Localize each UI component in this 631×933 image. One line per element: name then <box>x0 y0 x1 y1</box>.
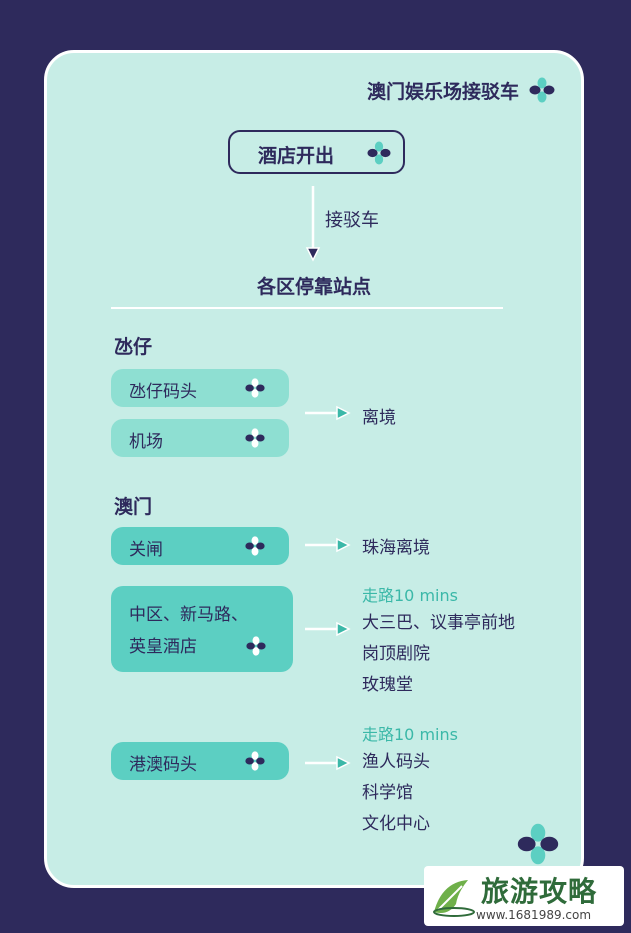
destination-fishermans-wharf: 渔人码头 <box>362 752 430 772</box>
right-arrow-icon <box>305 537 351 553</box>
casino-logo-icon <box>517 823 559 865</box>
down-arrow-icon <box>305 186 321 262</box>
destination-zhuhai: 珠海离境 <box>362 538 430 558</box>
casino-logo-icon <box>529 77 555 103</box>
stop-label: 港澳码头 <box>129 755 197 775</box>
destination-departure: 离境 <box>362 408 396 428</box>
right-arrow-icon <box>305 405 351 421</box>
casino-logo-icon <box>245 428 265 448</box>
walk-time-label: 走路10 mins <box>362 586 458 605</box>
section-heading: 各区停靠站点 <box>256 276 371 298</box>
destination-church: 玫瑰堂 <box>362 675 413 695</box>
watermark-brand: 旅游攻略 <box>481 875 598 908</box>
shuttle-label: 接驳车 <box>325 210 379 231</box>
region-title-macau: 澳门 <box>114 496 153 518</box>
destination-theatre: 岗顶剧院 <box>362 644 430 664</box>
stop-label: 机场 <box>129 432 163 452</box>
casino-logo-icon <box>246 636 266 656</box>
casino-logo-icon <box>245 378 265 398</box>
stop-label-line-2: 英皇酒店 <box>129 637 197 657</box>
hotel-departure-label: 酒店开出 <box>258 145 335 167</box>
region-title-taipa: 氹仔 <box>114 336 153 358</box>
walk-time-label: 走路10 mins <box>362 725 458 744</box>
watermark-url: www.1681989.com <box>476 908 592 922</box>
stop-central: 中区、新马路、 英皇酒店 <box>111 586 293 672</box>
destination-science-center: 科学馆 <box>362 783 413 803</box>
page-title: 澳门娱乐场接驳车 <box>366 81 519 103</box>
casino-logo-icon <box>245 751 265 771</box>
stop-ferry-terminal: 港澳码头 <box>111 742 289 780</box>
stop-label-line-1: 中区、新马路、 <box>129 605 248 625</box>
stop-label: 关闸 <box>129 540 163 560</box>
divider <box>111 307 503 309</box>
info-card: 澳门娱乐场接驳车 酒店开出 接驳车 各区停靠站点 氹仔 氹仔码头 机场 <box>44 50 584 888</box>
casino-logo-icon <box>367 141 391 165</box>
stop-border-gate: 关闸 <box>111 527 289 565</box>
watermark: 旅游攻略 www.1681989.com <box>424 866 624 926</box>
watermark-logo-icon <box>433 880 475 917</box>
right-arrow-icon <box>305 755 351 771</box>
right-arrow-icon <box>305 621 351 637</box>
stop-label: 氹仔码头 <box>129 382 197 402</box>
destination-cultural-center: 文化中心 <box>362 814 430 834</box>
casino-logo-icon <box>245 536 265 556</box>
stop-airport: 机场 <box>111 419 289 457</box>
destination-ruins: 大三巴、议事亭前地 <box>362 613 515 633</box>
stop-taipa-ferry: 氹仔码头 <box>111 369 289 407</box>
hotel-departure-box: 酒店开出 <box>228 130 405 174</box>
